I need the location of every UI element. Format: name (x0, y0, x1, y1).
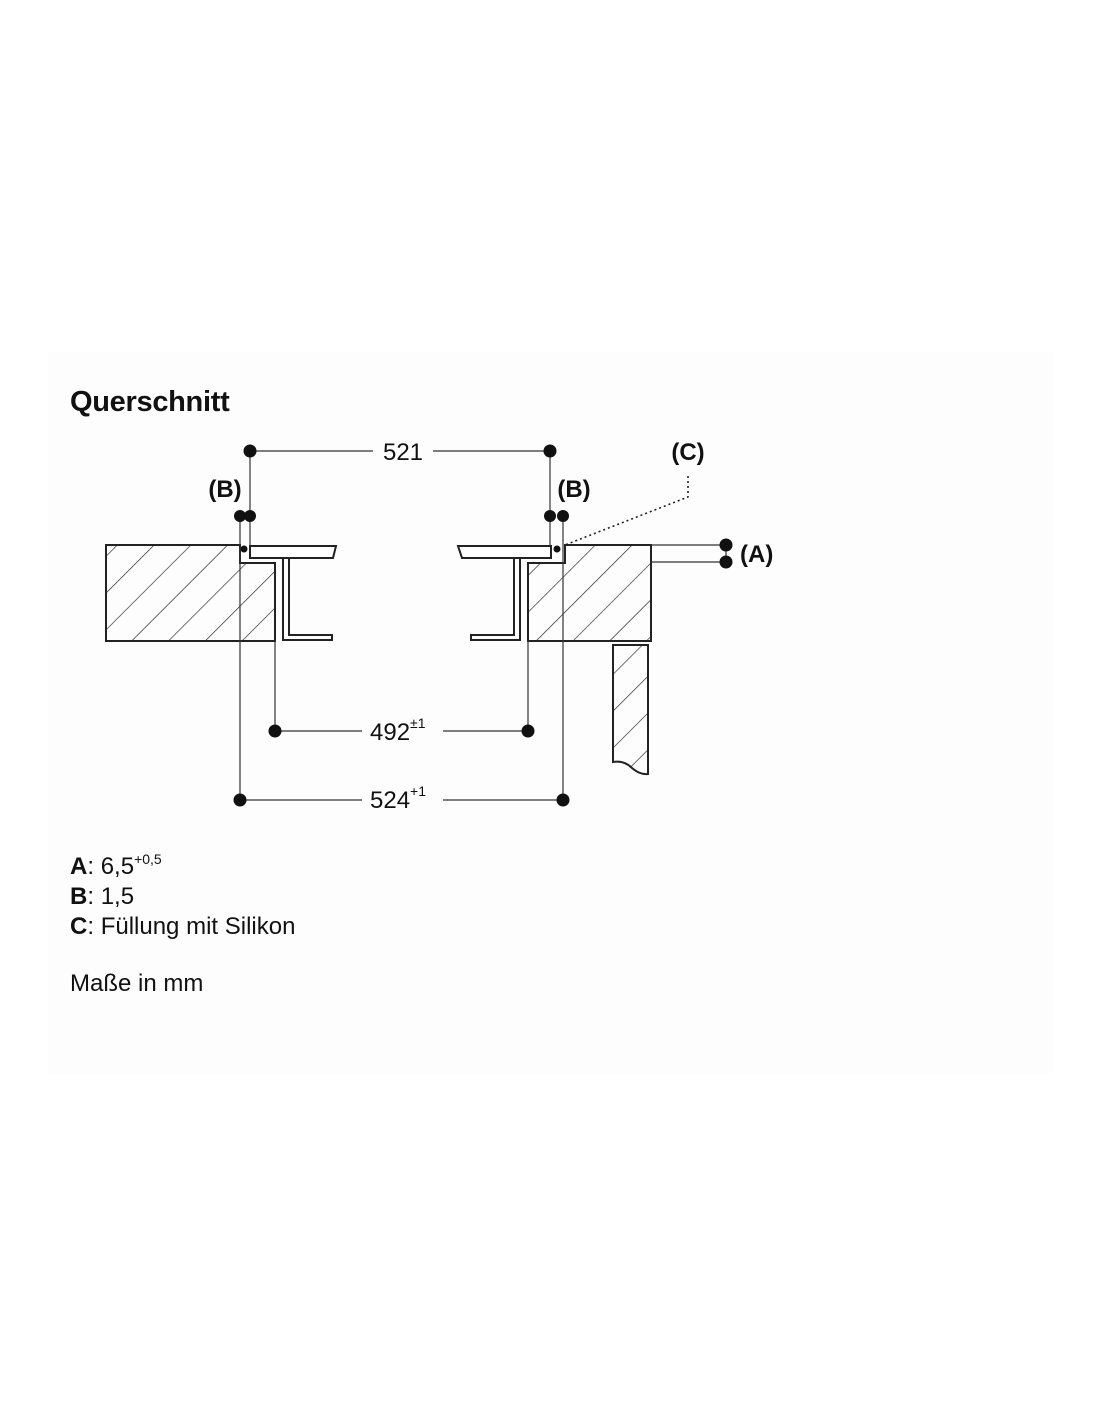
dimension-521-label: 521 (383, 439, 423, 466)
dimension-524-label: 524+1 (370, 783, 426, 814)
units-note: Maße in mm (70, 970, 204, 997)
worktop-left (105, 544, 276, 642)
hob-glass-left (249, 545, 338, 559)
worktop-right (527, 544, 652, 642)
legend-value-a: 6,5 (100, 853, 135, 880)
hob-frame-right (470, 558, 521, 641)
extension-lines (239, 451, 727, 800)
diagram-title: Querschnitt (70, 386, 230, 418)
legend-key-c: C (70, 913, 88, 940)
dimension-524: 524+1 (233, 783, 570, 814)
gap-b-right-marker (544, 510, 569, 553)
callout-b-right: (B) (557, 476, 590, 503)
legend-row-c: C: Füllung mit Silikon (70, 913, 296, 940)
diagram-panel (48, 352, 1054, 1074)
legend: A: 6,5+0,5 B: 1,5 C: Füllung mit Silikon (70, 852, 295, 942)
hob-frame-left (282, 558, 333, 641)
legend-tolerance-a: +0,5 (134, 851, 162, 867)
legend-key-a: A (70, 853, 88, 880)
dimension-492: 492±1 (268, 715, 535, 746)
dimension-492-label: 492±1 (370, 715, 426, 746)
legend-row-a: A: 6,5+0,5 (70, 851, 162, 880)
leader-c (564, 476, 689, 546)
callout-b-left: (B) (208, 476, 241, 503)
callout-c: (C) (671, 439, 704, 466)
legend-value-b: 1,5 (100, 883, 135, 910)
callout-a: (A) (740, 541, 773, 568)
cabinet-panel (612, 644, 649, 776)
gap-b-left-marker (234, 510, 256, 553)
hob-glass-right (456, 545, 552, 559)
legend-key-b: B (70, 883, 88, 910)
legend-value-c: Füllung mit Silikon (100, 913, 296, 940)
dimension-a-marker (719, 538, 733, 569)
legend-row-b: B: 1,5 (70, 883, 135, 910)
dimension-521: 521 (243, 439, 557, 466)
